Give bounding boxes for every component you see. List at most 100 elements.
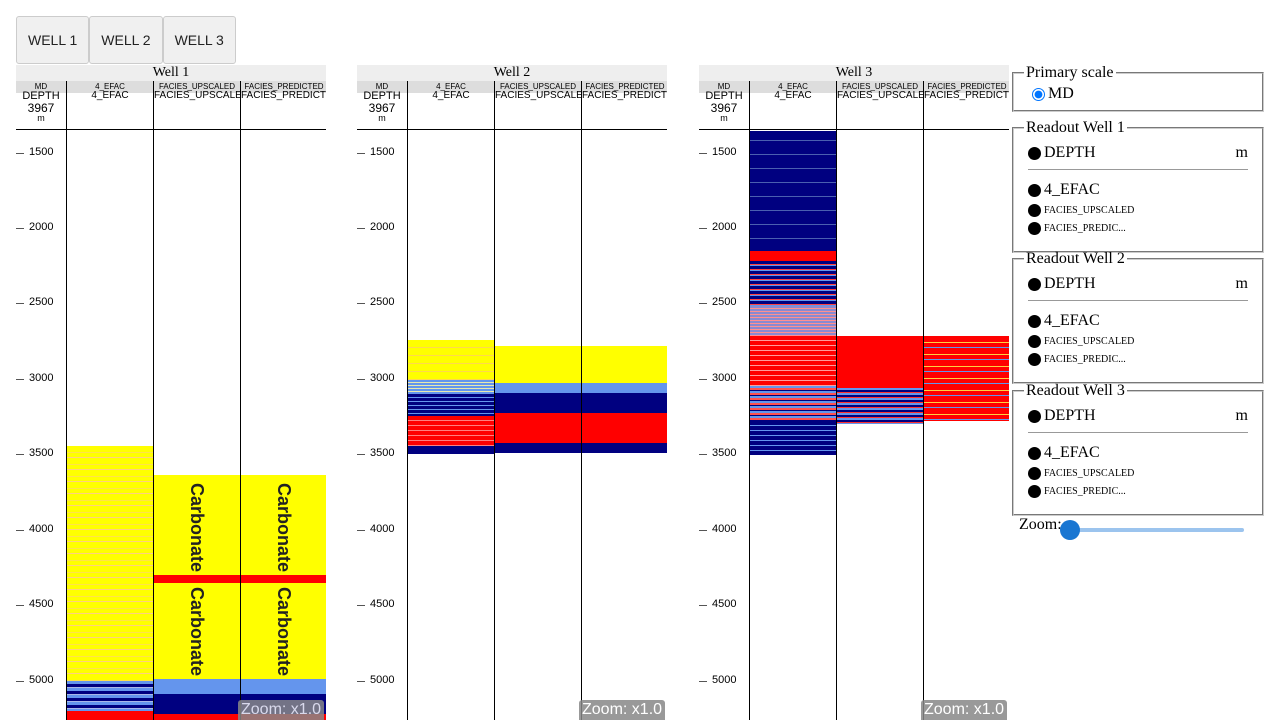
facies-fill-navy [154, 694, 240, 714]
dot-icon [1028, 314, 1041, 328]
tick: 5000 [357, 674, 407, 686]
scale-label: MD [699, 81, 749, 93]
readout-depth-label: DEPTH [1044, 144, 1096, 161]
efac-fill-blue [67, 681, 153, 711]
track-title: FACIES_PREDICTED [241, 81, 326, 93]
readout-upscaled-row: FACIES_UPSCALED [1028, 200, 1262, 220]
facies-fill-blue [154, 679, 240, 694]
readout-legend: Readout Well 1 [1026, 119, 1125, 136]
efac-fill-red [750, 336, 836, 386]
facies-label: Carbonate [274, 587, 294, 677]
tab-well-1[interactable]: WELL 1 [16, 16, 90, 64]
track-subtitle: FACIES_PREDICTED [582, 90, 667, 101]
tick: 3000 [699, 372, 749, 384]
facies-fill-blue [495, 383, 581, 393]
tab-well-2[interactable]: WELL 2 [89, 16, 163, 64]
track-subtitle: FACIES_UPSCALED [495, 90, 581, 101]
tick: 4000 [357, 523, 407, 535]
efac-fill-navy [750, 131, 836, 251]
facies-upscaled-track: FACIES_UPSCALED FACIES_UPSCALED Carbonat… [153, 81, 240, 720]
tick: 4000 [16, 523, 66, 535]
facies-upscaled-track: FACIES_UPSCALED FACIES_UPSCALED [494, 81, 581, 720]
zoom-badge: Zoom: x1.0 [921, 700, 1008, 720]
facies-fill-yellow [154, 475, 240, 575]
facies-label: Carbonate [187, 587, 207, 677]
readout-divider [1028, 300, 1248, 301]
zoom-slider-handle[interactable] [1060, 520, 1080, 540]
tick: 1500 [16, 146, 66, 158]
dot-icon [1028, 334, 1041, 348]
md-radio[interactable] [1032, 87, 1045, 101]
efac-fill-blue [408, 380, 494, 394]
facies-fill-navy [582, 393, 667, 413]
track-subtitle: 4_EFAC [91, 90, 129, 101]
readout-depth-row: DEPTH m [1028, 274, 1248, 294]
tick: 2000 [699, 221, 749, 233]
efac-fill-navy [408, 394, 494, 416]
depth-unit: m [37, 113, 45, 123]
readout-depth-row: DEPTH m [1028, 406, 1248, 426]
track-title: FACIES_PREDICTED [582, 81, 667, 93]
facies-fill-mixed [924, 336, 1009, 421]
zoom-badge: Zoom: x1.0 [579, 700, 666, 720]
facies-predicted-track: FACIES_PREDICTED FACIES_PREDICTED Carbon… [240, 81, 326, 720]
depth-label: DEPTH [363, 90, 401, 102]
tick: 1500 [357, 146, 407, 158]
track-title: FACIES_UPSCALED [154, 81, 240, 93]
readout-depth-label: DEPTH [1044, 275, 1096, 292]
facies-fill-red [241, 575, 326, 583]
scale-label: MD [357, 81, 407, 93]
efac-track: 4_EFAC 4_EFAC [749, 81, 836, 720]
dot-icon [1028, 466, 1041, 480]
readout-well-3: Readout Well 3 DEPTH m 4_EFAC FACIES_UPS… [1012, 382, 1264, 516]
tick: 3000 [16, 372, 66, 384]
tick: 4500 [16, 598, 66, 610]
well-title: Well 1 [16, 65, 326, 81]
facies-fill-red [582, 413, 667, 443]
tick: 3500 [699, 447, 749, 459]
efac-fill-red [67, 711, 153, 720]
header-divider [357, 129, 667, 130]
zoom-slider[interactable] [1060, 520, 1244, 540]
depth-value: 3967 [368, 101, 396, 115]
readout-unit: m [1235, 144, 1248, 161]
readout-efac-row: 4_EFAC [1028, 180, 1262, 200]
facies-fill-red [837, 336, 923, 388]
facies-label: Carbonate [187, 483, 207, 573]
efac-track: 4_EFAC 4_EFAC [407, 81, 494, 720]
tab-well-3[interactable]: WELL 3 [162, 16, 236, 64]
efac-fill-yellow [408, 340, 494, 380]
facies-fill-yellow [154, 583, 240, 679]
dot-icon [1028, 146, 1041, 160]
facies-fill-navy [582, 443, 667, 453]
track-subtitle: FACIES_PREDICTED [241, 90, 326, 101]
tick: 1500 [699, 146, 749, 158]
depth-value: 3967 [27, 101, 55, 115]
tick: 2000 [16, 221, 66, 233]
readout-depth-row: DEPTH m [1028, 143, 1248, 163]
dot-icon [1028, 352, 1041, 366]
track-title: FACIES_PREDICTED [924, 81, 1009, 93]
readout-upscaled-row: FACIES_UPSCALED [1028, 463, 1262, 483]
dot-icon [1028, 221, 1041, 235]
readout-divider [1028, 432, 1248, 433]
efac-fill-mixed [750, 386, 836, 421]
md-option-label: MD [1048, 85, 1074, 102]
depth-label: DEPTH [22, 90, 60, 102]
well-3-log-viewer[interactable]: Well 3 MD DEPTH 3967 m 1500 2000 2500 30… [699, 65, 1009, 720]
depth-unit: m [720, 113, 728, 123]
facies-fill-yellow [241, 475, 326, 575]
tick: 2500 [699, 296, 749, 308]
depth-scale-track: MD DEPTH 3967 m 1500 2000 2500 3000 3500… [357, 81, 407, 720]
primary-scale-legend: Primary scale [1026, 64, 1114, 81]
readout-unit: m [1235, 407, 1248, 424]
depth-scale-track: MD DEPTH 3967 m 1500 2000 2500 3000 3500… [699, 81, 749, 720]
dot-icon [1028, 409, 1041, 423]
track-subtitle: 4_EFAC [432, 90, 470, 101]
well-2-log-viewer[interactable]: Well 2 MD DEPTH 3967 m 1500 2000 2500 30… [357, 65, 667, 720]
readout-predicted-row: FACIES_PREDIC... [1028, 218, 1262, 238]
readout-upscaled-row: FACIES_UPSCALED [1028, 331, 1262, 351]
md-option[interactable]: MD [1028, 84, 1262, 104]
depth-unit: m [378, 113, 386, 123]
well-1-log-viewer[interactable]: Well 1 MD DEPTH 3967 m 1500 2000 2500 30… [16, 65, 326, 720]
